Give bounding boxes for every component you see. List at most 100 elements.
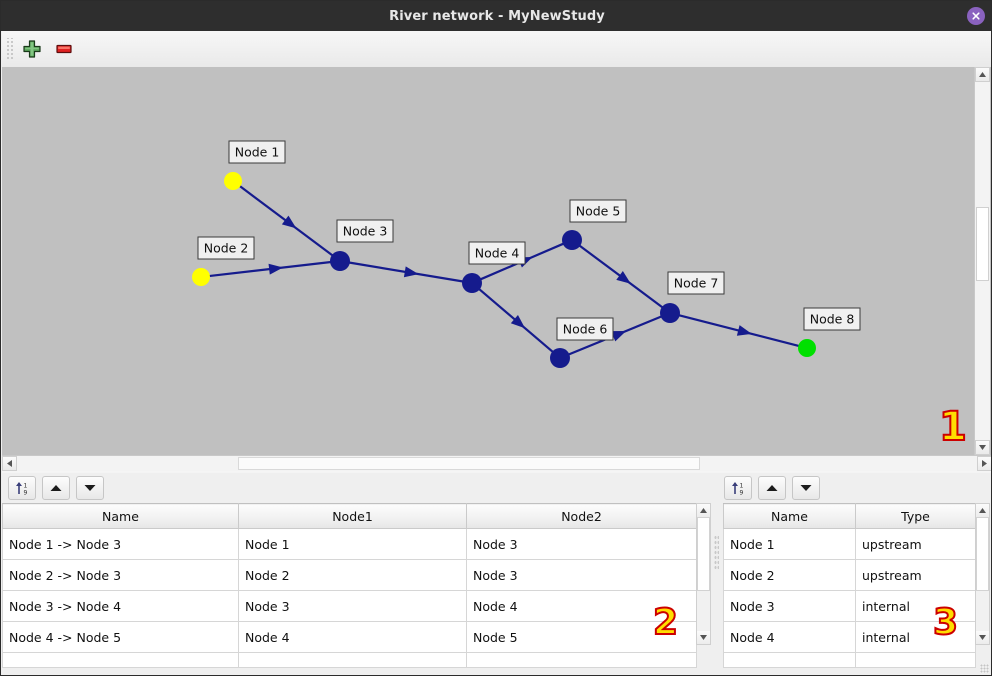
node-row-cell-type[interactable]: internal <box>855 621 976 653</box>
scroll-up-icon[interactable] <box>975 67 990 82</box>
diagram-node-label-node8[interactable]: Node 8 <box>803 307 861 331</box>
reach-row-cell-node1[interactable]: Node 4 <box>238 621 467 653</box>
canvas-vertical-scrollbar[interactable] <box>974 67 990 455</box>
reaches-scroll-up-icon[interactable] <box>697 504 710 517</box>
diagram-node-label-node3[interactable]: Node 3 <box>336 219 394 243</box>
reaches-col-name[interactable]: Name <box>2 503 239 529</box>
diagram-node-label-node2[interactable]: Node 2 <box>197 236 255 260</box>
nodes-move-down-button[interactable] <box>792 476 820 500</box>
nodes-col-type[interactable]: Type <box>855 503 976 529</box>
diagram-node-node1[interactable] <box>224 172 242 190</box>
scroll-right-icon[interactable] <box>977 456 991 471</box>
reach-row-cell-node1[interactable]: Node 2 <box>238 559 467 591</box>
nodes-move-up-button[interactable] <box>758 476 786 500</box>
diagram-node-node4[interactable] <box>462 273 482 293</box>
sort-arrow-icon: 1 9 <box>732 482 744 497</box>
nodes-col-name[interactable]: Name <box>723 503 856 529</box>
node-row-cell-name[interactable]: Node 4 <box>723 621 856 653</box>
svg-text:9: 9 <box>740 490 744 497</box>
node-row-empty-cell[interactable] <box>723 652 856 668</box>
reach-row-cell-name[interactable]: Node 2 -> Node 3 <box>2 559 239 591</box>
close-icon[interactable] <box>967 7 985 25</box>
reaches-scroll-down-icon[interactable] <box>697 631 710 644</box>
nodes-toolbar: 1 9 <box>712 473 820 503</box>
reaches-move-down-button[interactable] <box>76 476 104 500</box>
reach-row-cell-node1[interactable]: Node 3 <box>238 590 467 622</box>
reaches-table-scrollbar[interactable] <box>696 503 711 645</box>
reach-row-cell-name[interactable]: Node 1 -> Node 3 <box>2 528 239 560</box>
pane-drag-handle[interactable] <box>714 535 719 569</box>
toolbar-drag-handle[interactable] <box>5 38 14 60</box>
delete-node-button[interactable] <box>50 35 78 63</box>
nodes-scroll-thumb[interactable] <box>976 517 989 591</box>
reach-row-empty-cell[interactable] <box>2 652 239 668</box>
diagram-node-node7[interactable] <box>660 303 680 323</box>
diagram-node-node5[interactable] <box>562 230 582 250</box>
reach-row-cell-name[interactable]: Node 4 -> Node 5 <box>2 621 239 653</box>
nodes-table-scrollbar[interactable] <box>975 503 990 645</box>
reaches-col-node1[interactable]: Node1 <box>238 503 467 529</box>
add-node-button[interactable] <box>18 35 46 63</box>
diagram-node-label-node6[interactable]: Node 6 <box>556 317 614 341</box>
reach-row-empty-cell[interactable] <box>466 652 697 668</box>
network-diagram-canvas[interactable]: Node 1 Node 2 Node 3 Node 4 Node 5 Node 6 Node… <box>2 67 991 471</box>
svg-text:Node 5: Node 5 <box>576 204 621 219</box>
sort-arrow-icon: 1 9 <box>16 482 28 497</box>
reaches-scroll-thumb[interactable] <box>697 517 710 591</box>
reach-row-cell-node2[interactable]: Node 5 <box>466 621 697 653</box>
node-row-cell-name[interactable]: Node 2 <box>723 559 856 591</box>
edge-layer <box>208 184 800 356</box>
diagram-node-node6[interactable] <box>550 348 570 368</box>
red-rectangle-icon <box>56 44 72 54</box>
diagram-node-label-node5[interactable]: Node 5 <box>569 199 627 223</box>
svg-text:Node 6: Node 6 <box>563 322 608 337</box>
diagram-node-node2[interactable] <box>192 268 210 286</box>
node-row-cell-name[interactable]: Node 1 <box>723 528 856 560</box>
edge-arrow-icon <box>611 330 627 342</box>
triangle-down-icon <box>800 485 812 491</box>
node-row-cell-name[interactable]: Node 3 <box>723 590 856 622</box>
diagram-node-node8[interactable] <box>798 339 816 357</box>
diagram-node-label-node4[interactable]: Node 4 <box>468 241 526 265</box>
reach-row-empty[interactable] <box>2 652 697 668</box>
scroll-left-icon[interactable] <box>2 456 17 471</box>
reaches-col-node2[interactable]: Node2 <box>466 503 697 529</box>
nodes-scroll-down-icon[interactable] <box>976 631 989 644</box>
scroll-down-icon[interactable] <box>975 440 990 455</box>
nodes-sort-button[interactable]: 1 9 <box>724 476 752 500</box>
canvas-vscroll-thumb[interactable] <box>976 207 989 281</box>
diagram-node-label-node1[interactable]: Node 1 <box>228 140 286 164</box>
node-row-empty[interactable] <box>723 652 976 668</box>
node-row-cell-type[interactable]: internal <box>855 590 976 622</box>
triangle-up-icon <box>50 485 62 491</box>
canvas-hscroll-thumb[interactable] <box>238 457 700 470</box>
reach-row-cell-node1[interactable]: Node 1 <box>238 528 467 560</box>
nodes-scroll-up-icon[interactable] <box>976 504 989 517</box>
reach-row-cell-node2[interactable]: Node 3 <box>466 559 697 591</box>
node-row-cell-type[interactable]: upstream <box>855 528 976 560</box>
svg-text:1: 1 <box>740 483 744 490</box>
node-row-empty-cell[interactable] <box>855 652 976 668</box>
window-resize-grip[interactable] <box>980 664 989 673</box>
reach-row-cell-name[interactable]: Node 3 -> Node 4 <box>2 590 239 622</box>
node-row-cell-type[interactable]: upstream <box>855 559 976 591</box>
diagram-node-label-node7[interactable]: Node 7 <box>667 271 725 295</box>
reach-row-empty-cell[interactable] <box>238 652 467 668</box>
canvas-horizontal-scrollbar[interactable] <box>2 455 991 471</box>
svg-text:9: 9 <box>24 490 28 497</box>
reaches-move-up-button[interactable] <box>42 476 70 500</box>
reach-row-cell-node2[interactable]: Node 4 <box>466 590 697 622</box>
reach-row-cell-node2[interactable]: Node 3 <box>466 528 697 560</box>
diagram-node-node3[interactable] <box>330 251 350 271</box>
reaches-sort-button[interactable]: 1 9 <box>8 476 36 500</box>
